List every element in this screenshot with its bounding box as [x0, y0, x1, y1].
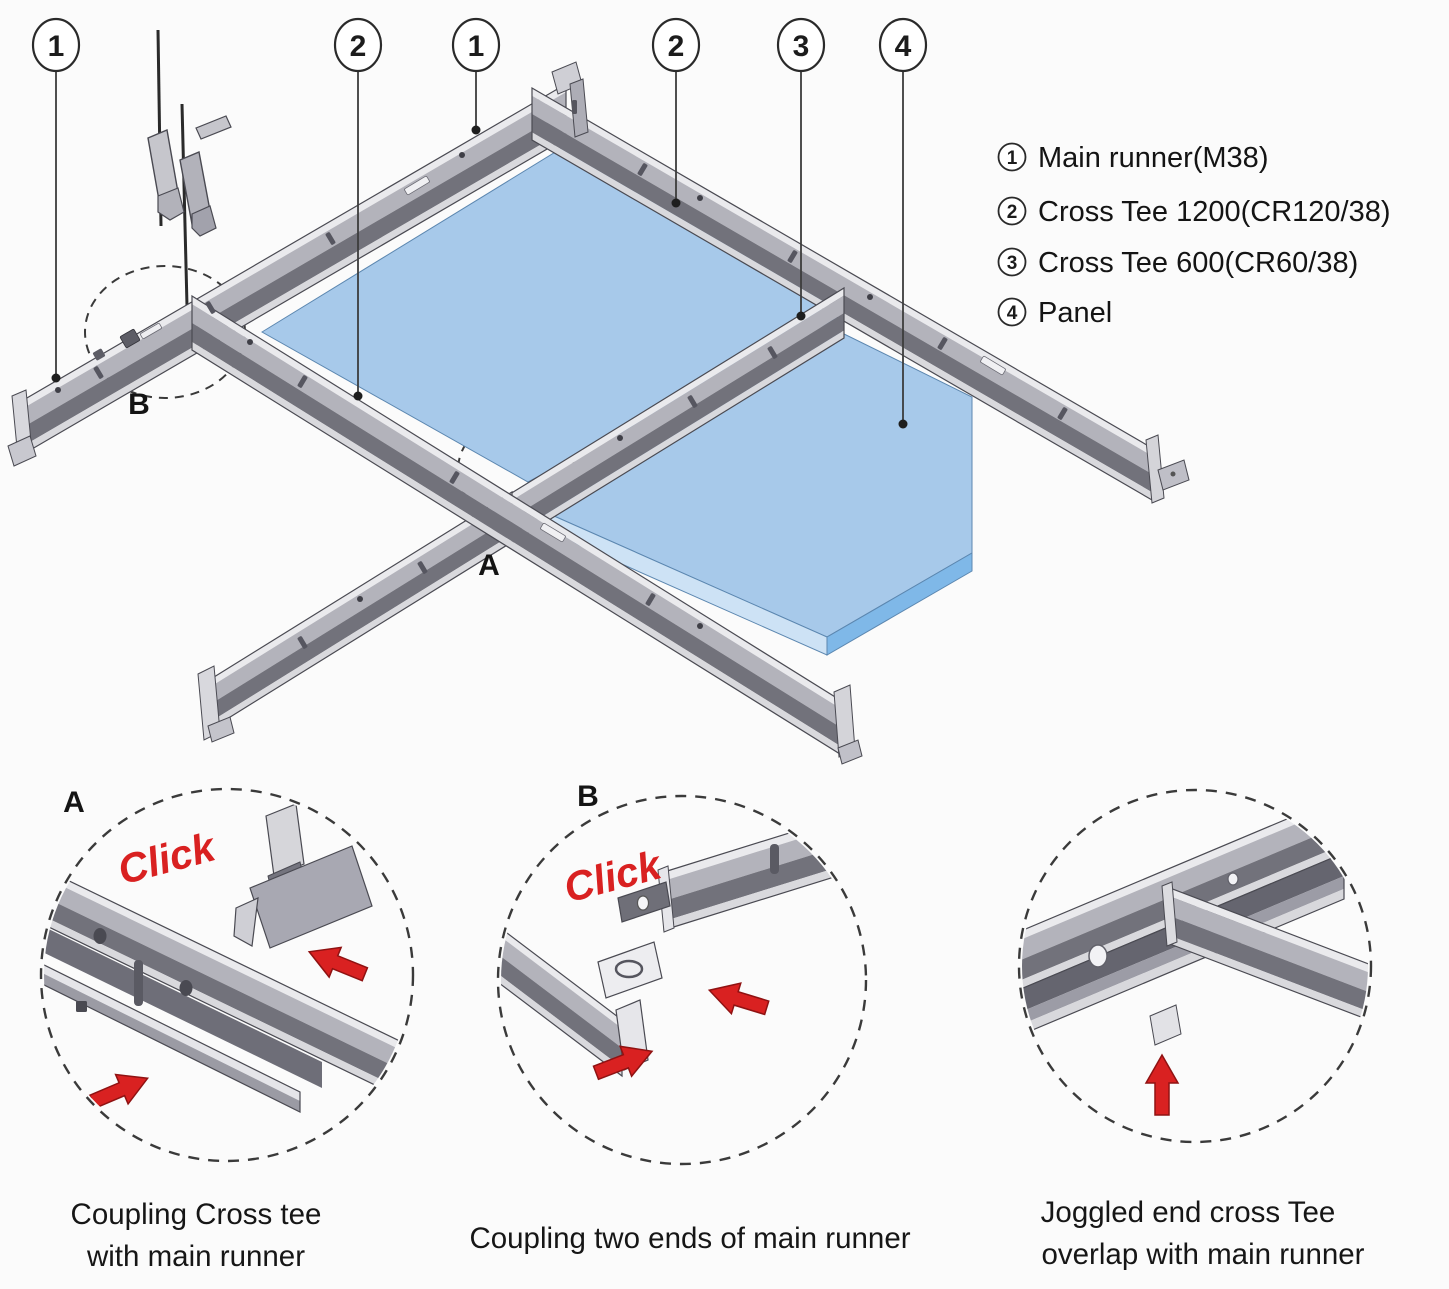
- legend-item-cross-tee-1200: 2 Cross Tee 1200(CR120/38): [997, 196, 1391, 228]
- caption-group: Coupling Cross tee with main runner Coup…: [71, 1196, 1365, 1273]
- legend-item-cross-tee-600: 3 Cross Tee 600(CR60/38): [997, 247, 1358, 279]
- legend-number: 2: [1007, 202, 1018, 223]
- detail-b-label: B: [577, 780, 599, 813]
- legend: 1 Main runner(M38) 2 Cross Tee 1200(CR12…: [997, 142, 1391, 329]
- caption-detail-b: Coupling two ends of main runner: [469, 1222, 910, 1255]
- callout-number: 1: [48, 30, 65, 63]
- legend-number: 1: [1007, 148, 1018, 169]
- legend-number: 3: [1007, 253, 1018, 274]
- beam-hardware-details: [7, 61, 1190, 765]
- caption-detail-a-line1: Coupling Cross tee: [71, 1198, 322, 1231]
- detail-c-illustration: [1017, 788, 1373, 1144]
- hanger-wire-and-clip: [147, 29, 232, 307]
- detail-a-illustration: [39, 787, 415, 1163]
- callout-main-runner-left: 1: [31, 17, 81, 383]
- legend-label: Panel: [1038, 297, 1112, 329]
- callout-number: 1: [468, 30, 485, 63]
- caption-detail-c-line2: overlap with main runner: [1041, 1238, 1364, 1271]
- callout-number: 3: [793, 30, 810, 63]
- caption-detail-c-line1: Joggled end cross Tee: [1041, 1196, 1336, 1229]
- detail-b-illustration: [496, 794, 868, 1166]
- callout-number: 2: [350, 30, 367, 63]
- callout-cross-tee-600: 3: [776, 17, 826, 321]
- detail-a-label: A: [63, 786, 85, 819]
- callout-number: 2: [668, 30, 685, 63]
- main-junction-label-a: A: [478, 549, 500, 582]
- callout-cross-tee-1200-rear: 2: [651, 17, 701, 208]
- legend-label: Cross Tee 600(CR60/38): [1038, 247, 1358, 279]
- legend-label: Main runner(M38): [1038, 142, 1268, 174]
- callout-cross-tee-1200-front: 2: [333, 17, 383, 401]
- callout-number: 4: [895, 30, 912, 63]
- main-junction-label-b: B: [128, 388, 150, 421]
- callout-main-runner-top: 1: [451, 17, 501, 135]
- legend-item-main-runner: 1 Main runner(M38): [997, 142, 1268, 174]
- click-text-detail-a: Click: [113, 823, 222, 893]
- callout-group: 1 2 1 2 3 4: [31, 17, 928, 429]
- caption-detail-a-line2: with main runner: [86, 1240, 305, 1273]
- callout-panel: 4: [878, 17, 928, 429]
- legend-item-panel: 4 Panel: [997, 297, 1112, 329]
- grid-beams: [19, 82, 1153, 756]
- legend-label: Cross Tee 1200(CR120/38): [1038, 196, 1391, 228]
- legend-number: 4: [1007, 303, 1018, 324]
